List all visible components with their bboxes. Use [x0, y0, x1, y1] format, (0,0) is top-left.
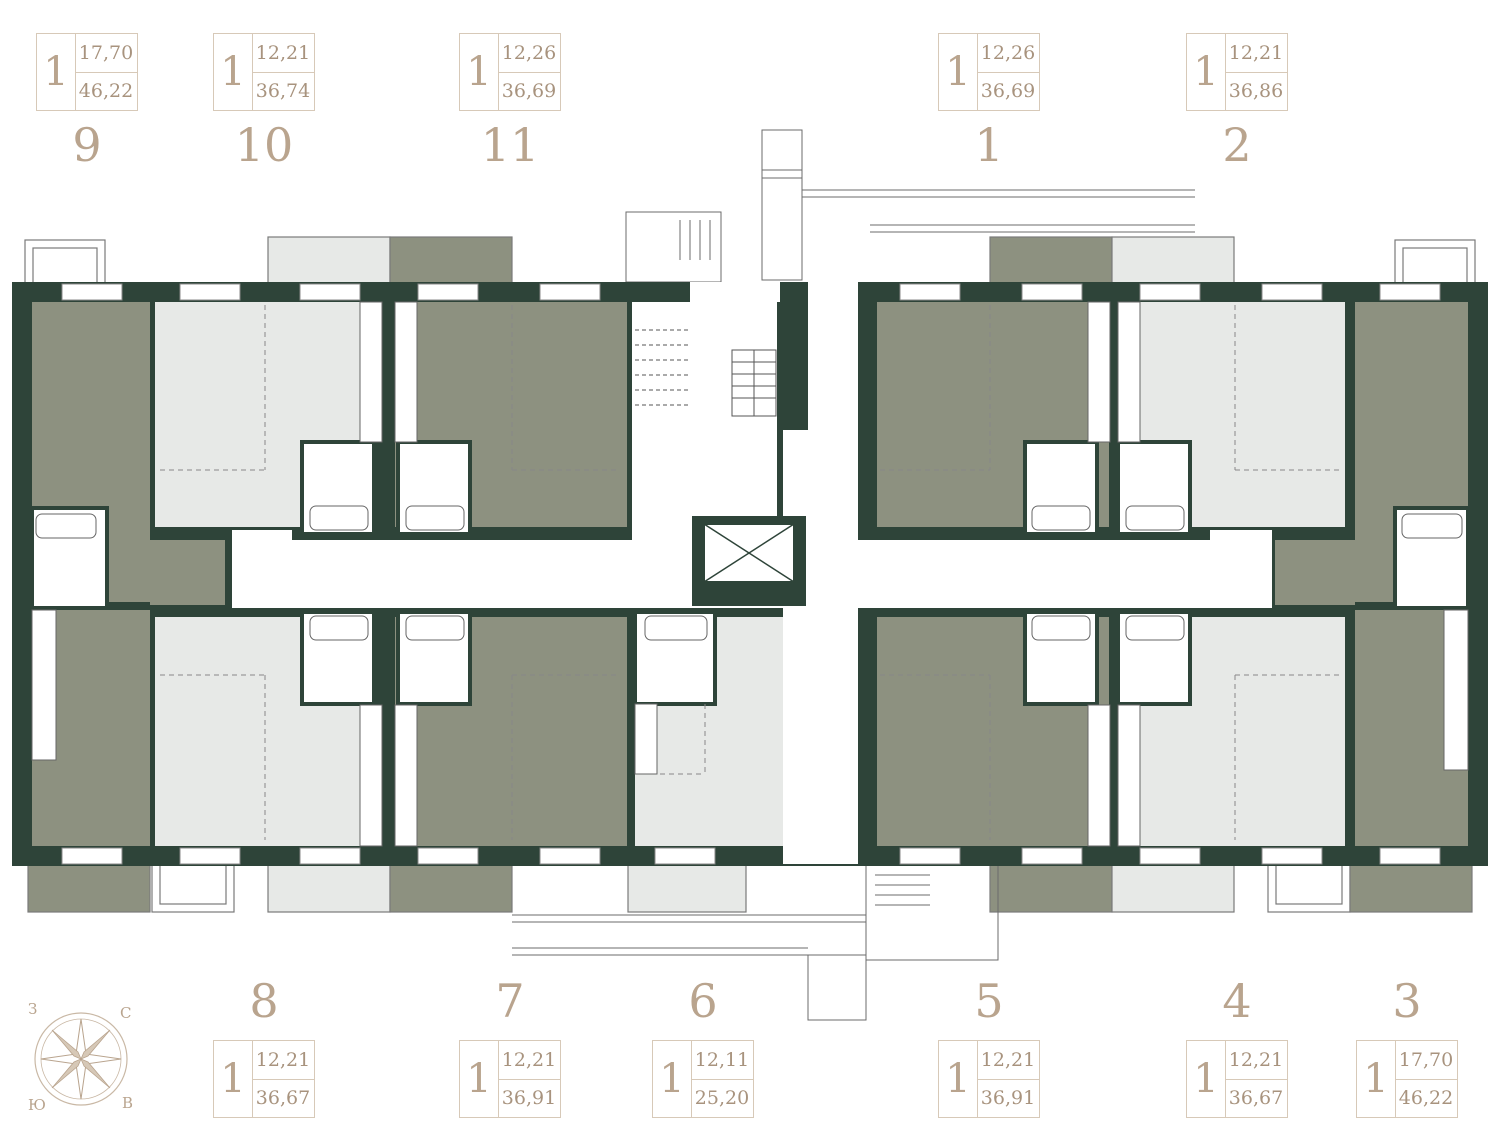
apt-number-2: 2 — [1222, 118, 1252, 172]
apt-rooms: 1 — [37, 34, 76, 110]
apt-number-4: 4 — [1222, 974, 1252, 1028]
apt-number-1: 1 — [974, 118, 1004, 172]
apt-total-area: 36,67 — [255, 1087, 311, 1109]
apt-living-area: 12,21 — [1225, 1041, 1287, 1080]
room-dividers — [160, 305, 1340, 840]
apt-rooms: 1 — [1187, 34, 1226, 110]
apt-label-3: 1 17,70 46,22 — [1356, 1040, 1458, 1118]
apt-living-area: 12,21 — [252, 1041, 314, 1080]
apt-number-5: 5 — [974, 974, 1004, 1028]
apt-rooms: 1 — [214, 1041, 253, 1117]
apt-label-2: 1 12,21 36,86 — [1186, 33, 1288, 111]
apt-rooms: 1 — [1357, 1041, 1396, 1117]
compass-east: В — [122, 1094, 134, 1112]
balconies-top — [24, 236, 1476, 286]
apt-total-area: 36,74 — [255, 80, 311, 102]
compass-rose-icon — [34, 1012, 128, 1106]
apt-living-area: 12,21 — [252, 34, 314, 73]
apt-living-area: 12,11 — [691, 1041, 753, 1080]
apt-label-5: 1 12,21 36,91 — [938, 1040, 1040, 1118]
apt-label-1: 1 12,26 36,69 — [938, 33, 1040, 111]
apt-label-10: 1 12,21 36,74 — [213, 33, 315, 111]
apt-number-11: 11 — [480, 118, 540, 172]
apt-rooms: 1 — [939, 34, 978, 110]
apt-living-area: 17,70 — [1395, 1041, 1457, 1080]
apt-living-area: 12,21 — [1225, 34, 1287, 73]
apt-living-area: 12,26 — [977, 34, 1039, 73]
apt-number-10: 10 — [234, 118, 294, 172]
kitchen-counters — [31, 301, 1469, 847]
apt-label-8: 1 12,21 36,67 — [213, 1040, 315, 1118]
apt-rooms: 1 — [653, 1041, 692, 1117]
compass-north: С — [120, 1004, 132, 1022]
apt-total-area: 25,20 — [694, 1087, 750, 1109]
apt-rooms: 1 — [460, 34, 499, 110]
apt-total-area: 36,69 — [980, 80, 1036, 102]
balconies-bottom — [27, 861, 1473, 913]
apt-rooms: 1 — [1187, 1041, 1226, 1117]
compass-south: Ю — [28, 1096, 46, 1114]
apt-living-area: 12,21 — [977, 1041, 1039, 1080]
apt-living-area: 17,70 — [75, 34, 137, 73]
apt-label-6: 1 12,11 25,20 — [652, 1040, 754, 1118]
elevator — [692, 516, 806, 606]
apt-rooms: 1 — [214, 34, 253, 110]
apt-label-11: 1 12,26 36,69 — [459, 33, 561, 111]
apt-label-9: 1 17,70 46,22 — [36, 33, 138, 111]
compass-west: З — [28, 1000, 38, 1018]
apt-number-3: 3 — [1392, 974, 1422, 1028]
apt-living-area: 12,21 — [498, 1041, 560, 1080]
apt-label-4: 1 12,21 36,67 — [1186, 1040, 1288, 1118]
apt-total-area: 36,69 — [501, 80, 557, 102]
inner-stairs — [635, 329, 777, 417]
windows — [61, 283, 1441, 865]
apt-rooms: 1 — [460, 1041, 499, 1117]
apt-number-8: 8 — [249, 974, 279, 1028]
apt-total-area: 36,67 — [1228, 1087, 1284, 1109]
common-areas — [232, 282, 1272, 864]
apt-total-area: 46,22 — [1398, 1087, 1454, 1109]
apt-number-9: 9 — [72, 118, 102, 172]
apt-rooms: 1 — [939, 1041, 978, 1117]
apt-total-area: 46,22 — [78, 80, 134, 102]
apt-number-7: 7 — [495, 974, 525, 1028]
apt-total-area: 36,91 — [980, 1087, 1036, 1109]
apt-total-area: 36,91 — [501, 1087, 557, 1109]
bathtubs — [35, 505, 1463, 641]
apt-number-6: 6 — [688, 974, 718, 1028]
apt-label-7: 1 12,21 36,91 — [459, 1040, 561, 1118]
apt-living-area: 12,26 — [498, 34, 560, 73]
apt-total-area: 36,86 — [1228, 80, 1284, 102]
